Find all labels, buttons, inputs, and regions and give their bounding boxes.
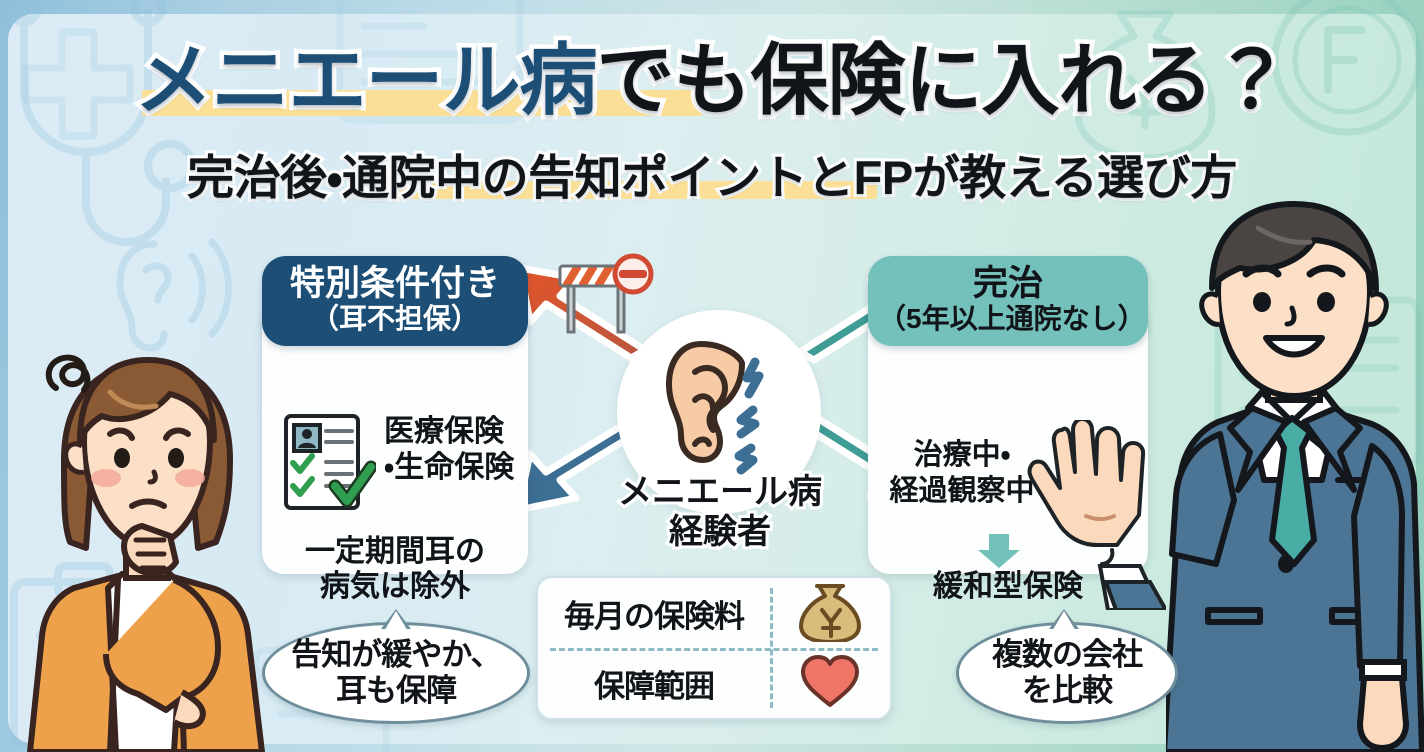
card-right-product: 緩和型保険: [933, 570, 1083, 603]
bubble-right-line2: を比較: [1022, 673, 1113, 708]
table-row: 毎月の保険料: [538, 578, 890, 648]
card-special-conditions: 医療保険 ・生命保険 一定期間耳の 病気は除外 特別条件付き （耳不担保）: [262, 256, 528, 603]
speech-bubble-right: 複数の会社 を比較: [956, 609, 1178, 724]
hub-circle: [617, 310, 821, 514]
card-cured: 治療中・ 経過観察中 緩和型保険 完治 （5年以上通: [868, 256, 1170, 612]
bubble-left-line2: 耳も保障: [335, 673, 457, 708]
bubble-right-line1: 複数の会社: [992, 637, 1143, 672]
hub-label: メニエール病 経験者: [570, 470, 870, 554]
card-left-kind-line2: ・生命保険: [384, 451, 515, 484]
title-plain-text: でも保険に入れる？: [592, 34, 1295, 127]
table-row: 保障範囲: [538, 648, 890, 718]
ear-with-tinnitus-icon: [655, 332, 781, 492]
page-title: メニエール病でも保険に入れる？: [0, 34, 1424, 127]
card-left-note-line1: 一定期間耳の: [305, 535, 485, 568]
card-right-status-line2: 経過観察中: [889, 475, 1035, 507]
card-right-header: 完治 （5年以上通院なし）: [868, 256, 1148, 346]
title-highlight: [142, 90, 703, 116]
card-cured-body: 治療中・ 経過観察中 緩和型保険: [868, 302, 1170, 612]
table-horizontal-divider: [550, 648, 878, 651]
card-special-conditions-body: 医療保険 ・生命保険 一定期間耳の 病気は除外: [262, 302, 528, 603]
presenting-hand-icon: [1016, 417, 1170, 612]
down-arrow-icon: [976, 534, 1022, 568]
hub-label-line1: メニエール病: [615, 470, 825, 514]
table-cell-icon: [770, 648, 890, 718]
table-cell-label: 保障範囲: [594, 668, 715, 704]
page-subtitle: 完治後・通院中の告知ポイントとFPが教える選び方: [0, 149, 1424, 207]
card-left-note-line2: 病気は除外: [320, 570, 470, 603]
heart-icon: [799, 653, 861, 714]
card-left-kind-line1: 医療保険: [384, 415, 504, 448]
speech-bubble-left: 告知が緩やか、 耳も保障: [262, 609, 530, 724]
card-right-status: 治療中・ 経過観察中: [872, 437, 1052, 509]
comparison-table: 毎月の保険料 保障範囲: [536, 576, 892, 720]
card-left-header: 特別条件付き （耳不担保）: [262, 256, 528, 346]
card-left-insurance-kind: 医療保険 ・生命保険: [384, 414, 522, 486]
hub-label-line2: 経験者: [666, 510, 774, 554]
card-right-status-line1: 治療中・: [913, 439, 1011, 471]
money-bag-yen-icon: [799, 580, 861, 647]
worried-woman-illustration: [14, 330, 282, 752]
bubble-left-line1: 告知が緩やか、: [291, 637, 501, 672]
financial-planner-man-illustration: [1161, 196, 1424, 752]
card-left-note: 一定期間耳の 病気は除外: [262, 534, 528, 604]
id-document-checklist-icon: [280, 412, 378, 516]
roadblock-no-entry-icon: [548, 248, 658, 338]
table-cell-label: 毎月の保険料: [564, 598, 745, 634]
card-right-header-line2: （5年以上通院なし）: [878, 303, 1146, 334]
subtitle-highlight: [387, 181, 878, 199]
card-left-header-line2: （耳不担保）: [310, 303, 479, 334]
title-highlighted-text: メニエール病: [130, 34, 602, 127]
table-cell-icon: [770, 578, 890, 648]
subtitle-text: 完治後・通院中の告知ポイントとFPが教える選び方: [184, 149, 1240, 207]
card-right-header-line1: 完治: [972, 264, 1043, 303]
confusion-squiggle-icon: [44, 342, 106, 398]
card-left-header-line1: 特別条件付き: [289, 264, 500, 303]
